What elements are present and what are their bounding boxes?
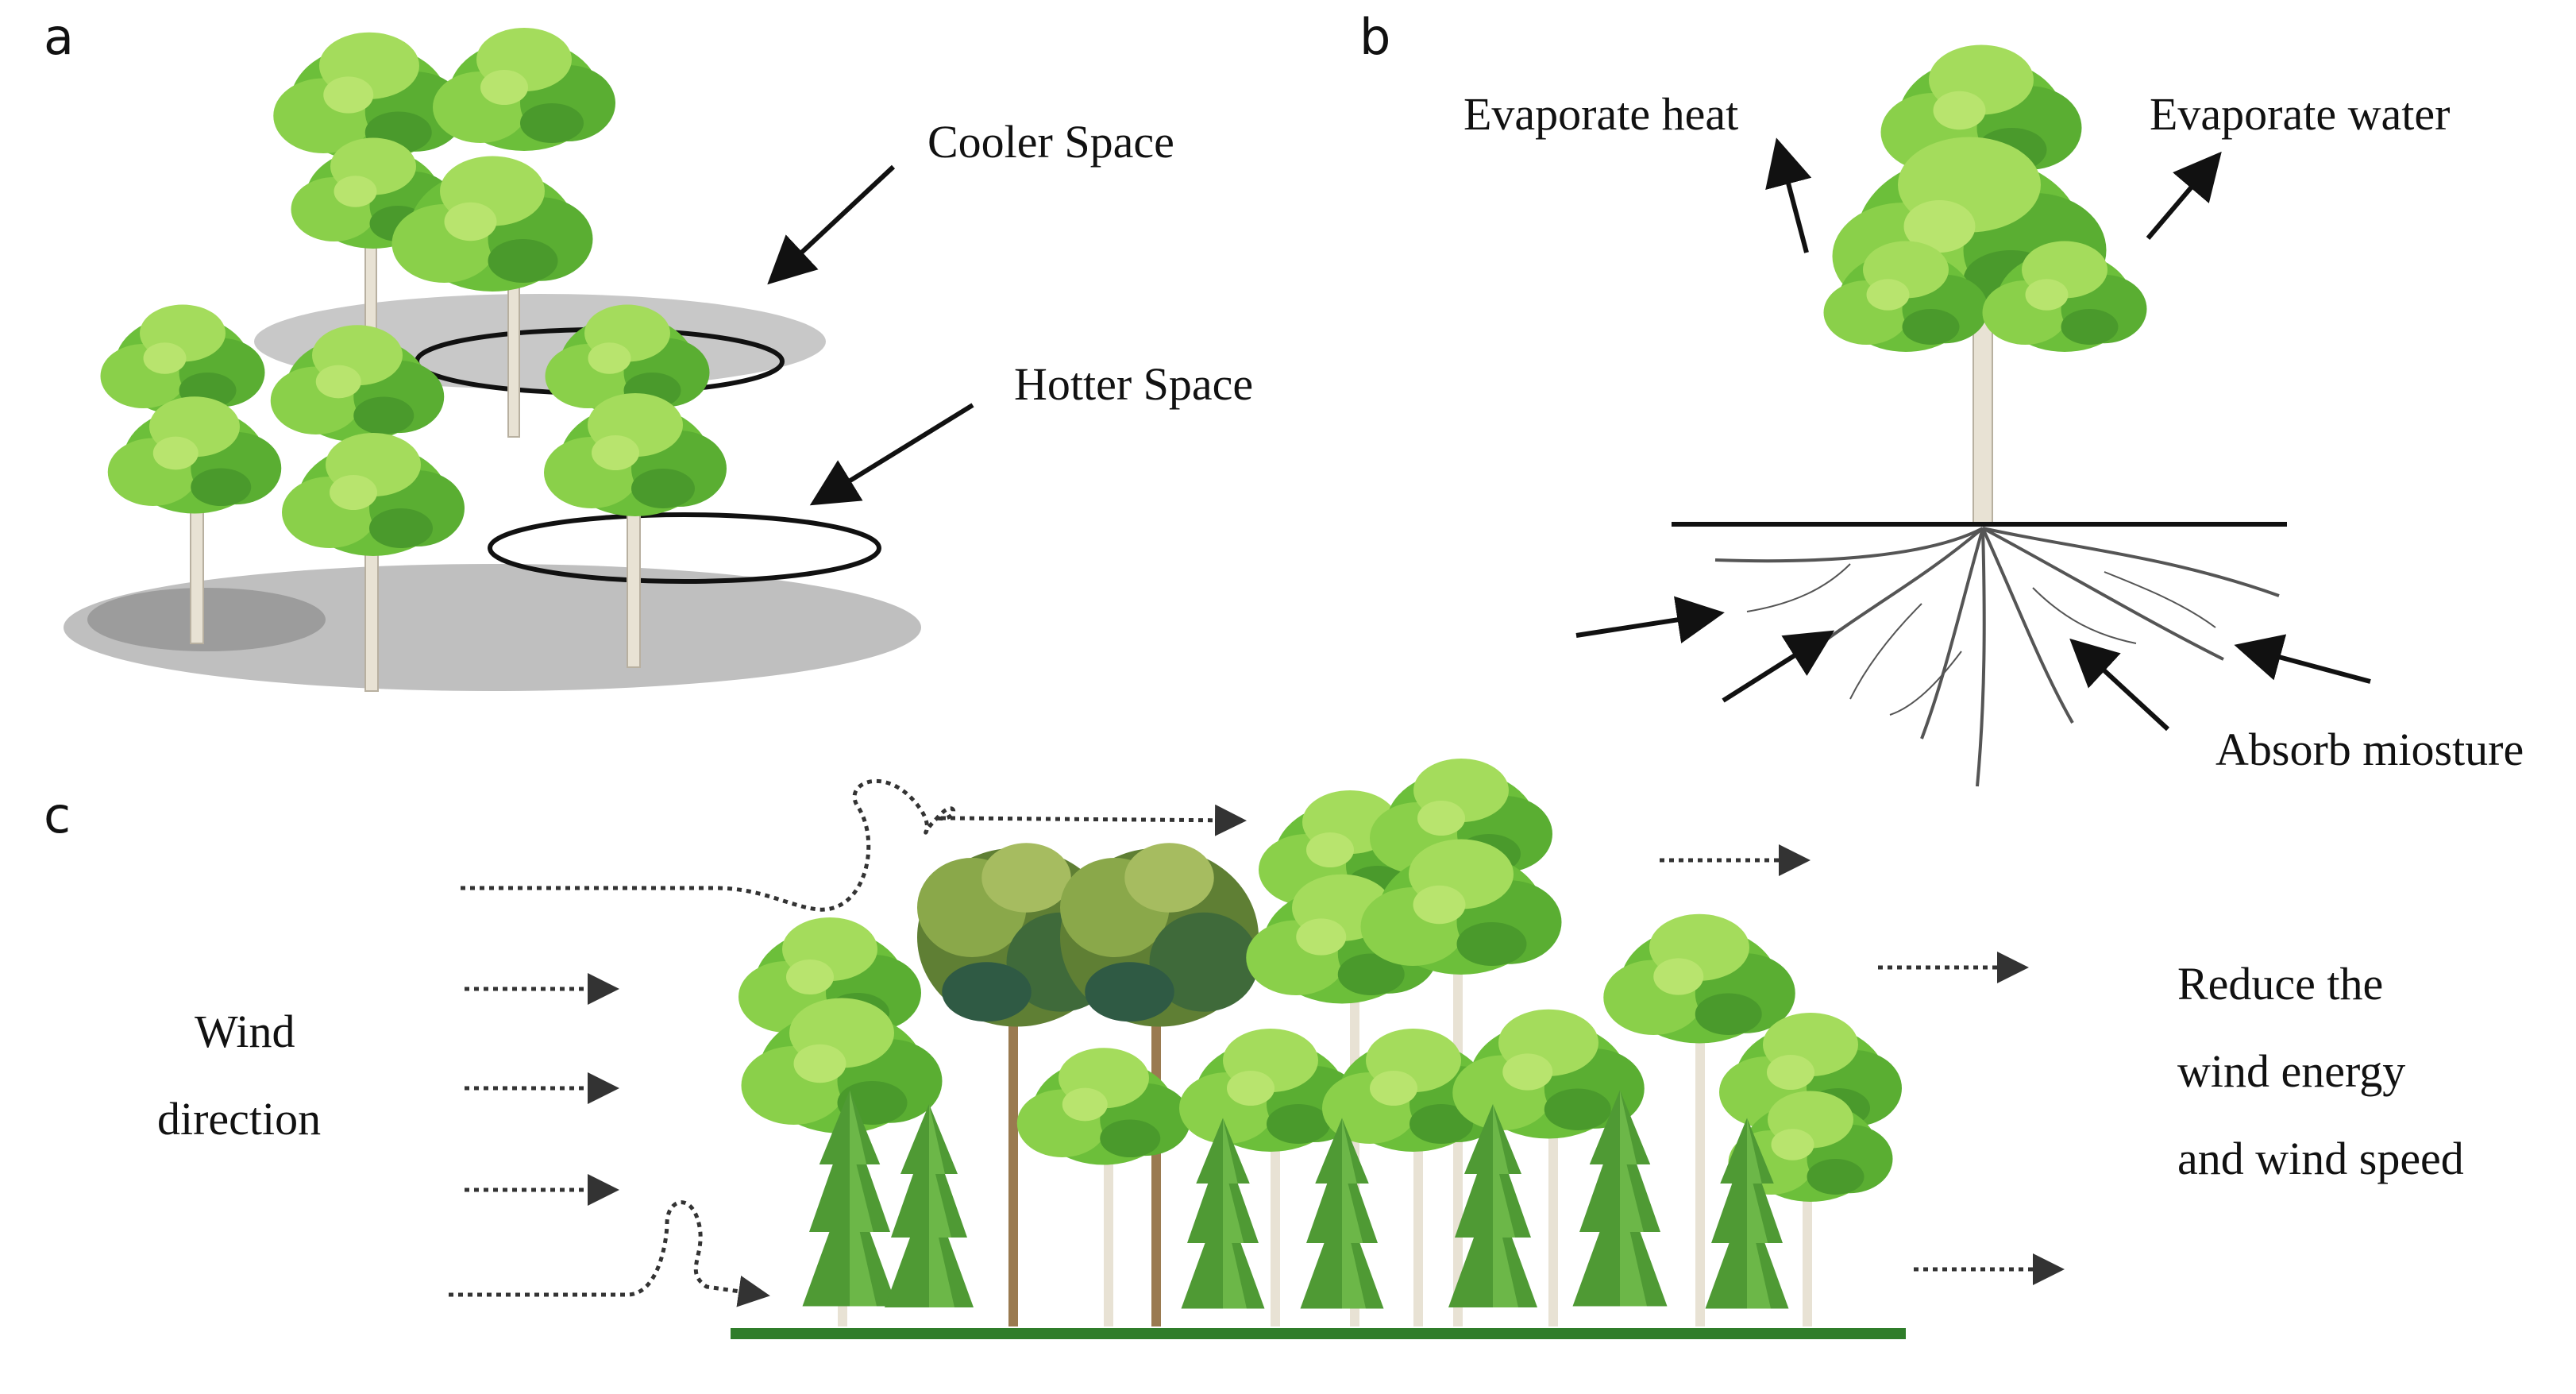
panel-c-letter: c [44,786,71,844]
panel-a-illustration [64,28,974,692]
evaporate-water-arrow [2146,151,2222,240]
evaporate-heat-arrow [1765,137,1812,253]
tree [1719,1013,1902,1326]
conifer-tree [1300,1118,1384,1309]
absorb-arrow [2069,638,2170,732]
evaporate-water-label: Evaporate water [2150,88,2451,140]
tree-crown [1823,44,2147,352]
evaporate-heat-label: Evaporate heat [1463,88,1739,140]
tree [544,304,727,668]
panel-c-illustration [449,759,2065,1339]
forest [738,759,1902,1326]
reduce-label-line1: Reduce the [2177,958,2384,1010]
tree [1322,1029,1505,1326]
reduce-label-line2: wind energy [2177,1045,2406,1097]
tree [391,28,615,438]
tree [1016,1048,1191,1326]
cooler-arrow [767,164,896,285]
outgoing-wind [1660,844,2065,1285]
ground-strip [731,1328,1906,1339]
wind-arrow [461,778,956,912]
hotter-arrow [809,403,974,506]
tree [1179,1029,1362,1326]
absorb-arrow [1722,630,1835,703]
absorb-moisture-label: Absorb miosture [2215,724,2524,775]
tree [270,325,465,692]
panel-b-letter: b [1359,8,1391,66]
wind-label-line2: direction [157,1093,322,1145]
wind-arrow [941,804,1247,836]
reduce-label-line3: and wind speed [2177,1133,2464,1184]
panel-b-illustration [1575,44,2371,787]
absorb-arrow [2234,634,2371,684]
tree [1603,913,1795,1326]
ground-shadow [87,588,326,651]
wind-arrow [449,1200,770,1307]
cooler-space-label: Cooler Space [927,116,1174,168]
roots [1714,527,2280,787]
absorb-arrow [1575,596,1725,643]
hotter-space-ellipse [488,512,881,584]
panel-a-letter: a [44,8,74,66]
hotter-space-label: Hotter Space [1014,358,1254,410]
tree [100,304,282,644]
tree [1452,1009,1645,1326]
conifer-tree [885,1104,974,1307]
incoming-wind [449,778,1247,1307]
wind-label-line1: Wind [195,1006,295,1057]
